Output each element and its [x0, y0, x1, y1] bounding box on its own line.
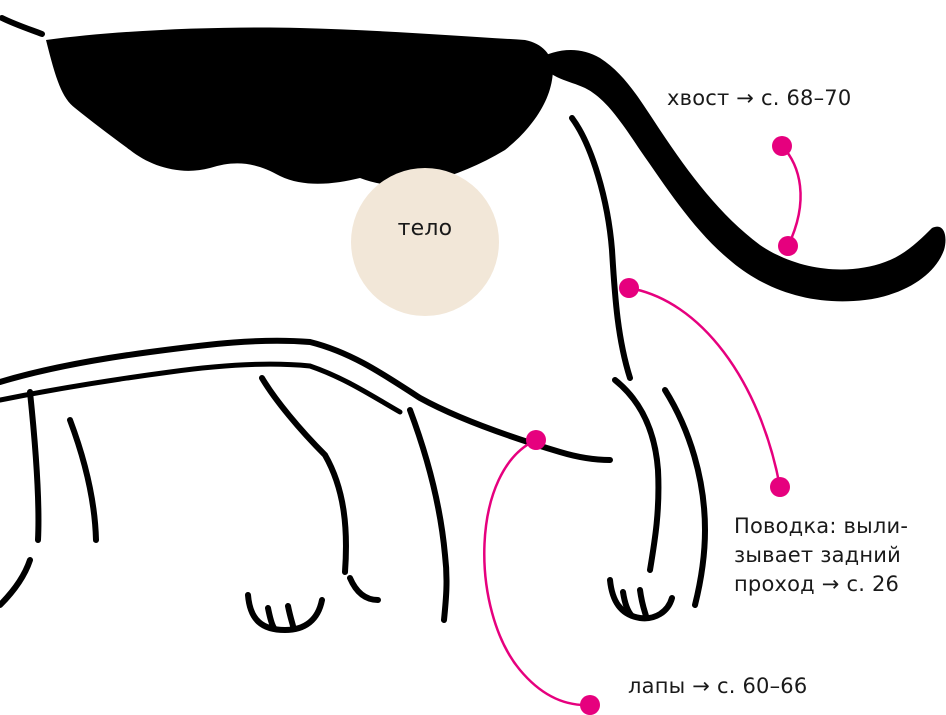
cat-back-patch [46, 28, 553, 186]
habit-label-line-2: зывает задний [734, 541, 908, 570]
cat-front-leg-far [410, 410, 447, 620]
cat-back-leg-far [610, 380, 672, 618]
cat-thigh-contour [572, 118, 630, 378]
habit-callout-line [629, 288, 780, 487]
paws-callout-dot-bottom [580, 695, 600, 715]
habit-callout-dot-bottom [770, 477, 790, 497]
habit-label-line-1: Поводка: выли- [734, 512, 908, 541]
tail-callout-dot-bottom [778, 236, 798, 256]
tail-label: хвост → с. 68–70 [667, 84, 851, 113]
paws-callout-line [484, 440, 590, 705]
cat-front-leg-near [248, 378, 378, 630]
cat-chest-leg-line [0, 392, 96, 605]
cat-shoulder-line [2, 18, 42, 34]
paws-callout-dot-top [526, 430, 546, 450]
tail-callout-dot-top [772, 136, 792, 156]
habit-label: Поводка: выли- зывает задний проход → с.… [734, 512, 908, 599]
habit-label-line-3: проход → с. 26 [734, 570, 908, 599]
habit-callout-dot-top [619, 278, 639, 298]
cat-belly-line [0, 341, 610, 460]
cat-inner-belly-line [0, 364, 400, 412]
body-label: тело [352, 214, 498, 243]
cat-back-leg-near [665, 390, 705, 605]
paws-label: лапы → с. 60–66 [628, 672, 807, 701]
tail-callout-line [782, 146, 801, 246]
